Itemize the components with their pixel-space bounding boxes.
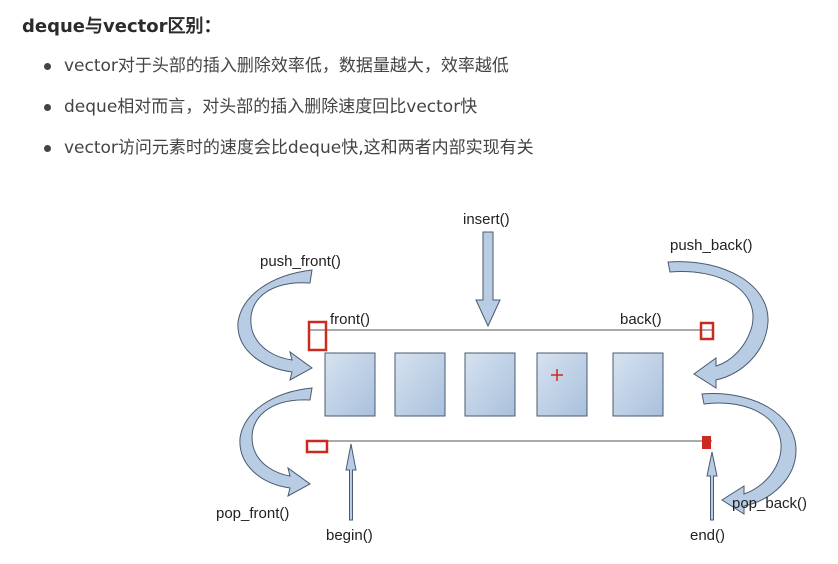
push-front-arrow-icon [237,269,313,381]
section-title: deque与vector区别： [22,16,222,37]
end-marker [702,436,711,449]
push-front-label: push_front() [260,253,341,270]
pop-front-label: pop_front() [216,505,289,522]
push-back-arrow-icon [667,261,769,389]
cursor-cross-icon [551,369,563,381]
back-marker [699,321,715,341]
pop-back-arrow-icon [701,393,797,515]
deque-cell [394,352,446,417]
deque-cell [612,352,664,417]
end-arrow-icon [706,451,718,521]
pop-back-label: pop_back() [732,495,807,512]
push-back-label: push_back() [670,237,753,254]
begin-marker [305,439,329,454]
insert-arrow-icon [475,231,501,328]
end-label: end() [690,527,725,544]
pop-front-arrow-icon [239,387,313,497]
begin-arrow-icon [345,443,357,521]
difference-list: vector对于头部的插入删除效率低，数据量越大，效率越低 deque相对而言，… [36,56,534,179]
deque-cell [536,352,588,417]
back-label: back() [620,311,662,328]
deque-cell [464,352,516,417]
front-marker [307,320,328,352]
list-item: vector对于头部的插入删除效率低，数据量越大，效率越低 [36,56,534,97]
list-item: vector访问元素时的速度会比deque快,这和两者内部实现有关 [36,138,534,179]
insert-label: insert() [463,211,510,228]
begin-label: begin() [326,527,373,544]
front-label: front() [330,311,370,328]
deque-cells [324,352,664,417]
deque-cell [324,352,376,417]
list-item: deque相对而言，对头部的插入删除速度回比vector快 [36,97,534,138]
